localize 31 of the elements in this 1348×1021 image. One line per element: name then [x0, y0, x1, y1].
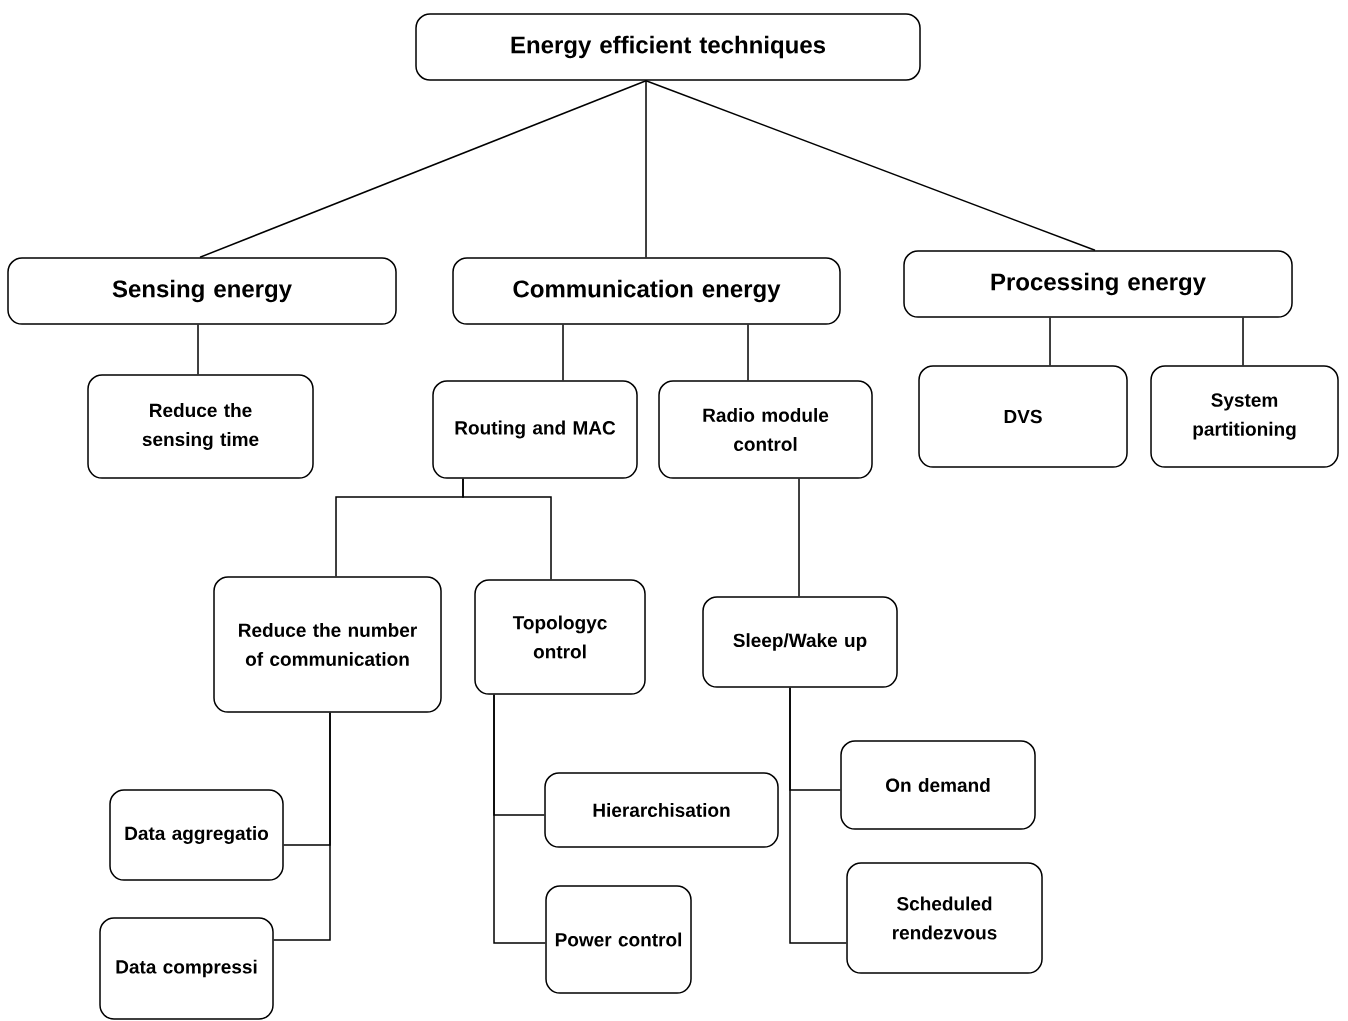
process-box: Reduce the number of communication — [213, 576, 442, 713]
process-box: DVS — [918, 365, 1128, 468]
connector-line — [493, 694, 546, 944]
process-box: Data aggregatio — [109, 789, 284, 881]
connector-line — [273, 712, 331, 941]
process-box: Scheduled rendezvous — [846, 862, 1043, 974]
process-box: Routing and MAC — [432, 380, 638, 479]
process-box: Radio module control — [658, 380, 873, 479]
connector-line — [645, 80, 1096, 251]
process-box: System partitioning — [1150, 365, 1339, 468]
process-box: Sleep/Wake up — [702, 596, 898, 688]
process-box: Energy efficient techniques — [415, 13, 921, 81]
connector-line — [1242, 317, 1244, 366]
process-box: Hierarchisation — [544, 772, 779, 848]
connector-line — [798, 478, 800, 597]
connector-line — [1049, 317, 1051, 366]
connector-line — [462, 478, 552, 580]
process-box: Reduce the sensing time — [87, 374, 314, 479]
connector-line — [747, 324, 749, 381]
connector-line — [645, 80, 647, 258]
process-box: Topologyc ontrol — [474, 579, 646, 695]
connector-line — [199, 80, 647, 258]
process-box: On demand — [840, 740, 1036, 830]
process-box: Processing energy — [903, 250, 1293, 318]
connector-line — [197, 324, 199, 375]
connector-line — [789, 687, 847, 944]
process-box: Sensing energy — [7, 257, 397, 325]
process-box: Communication energy — [452, 257, 841, 325]
process-box: Power control — [545, 885, 692, 994]
process-box: Data compressi — [99, 917, 274, 1020]
connector-line — [562, 324, 564, 381]
